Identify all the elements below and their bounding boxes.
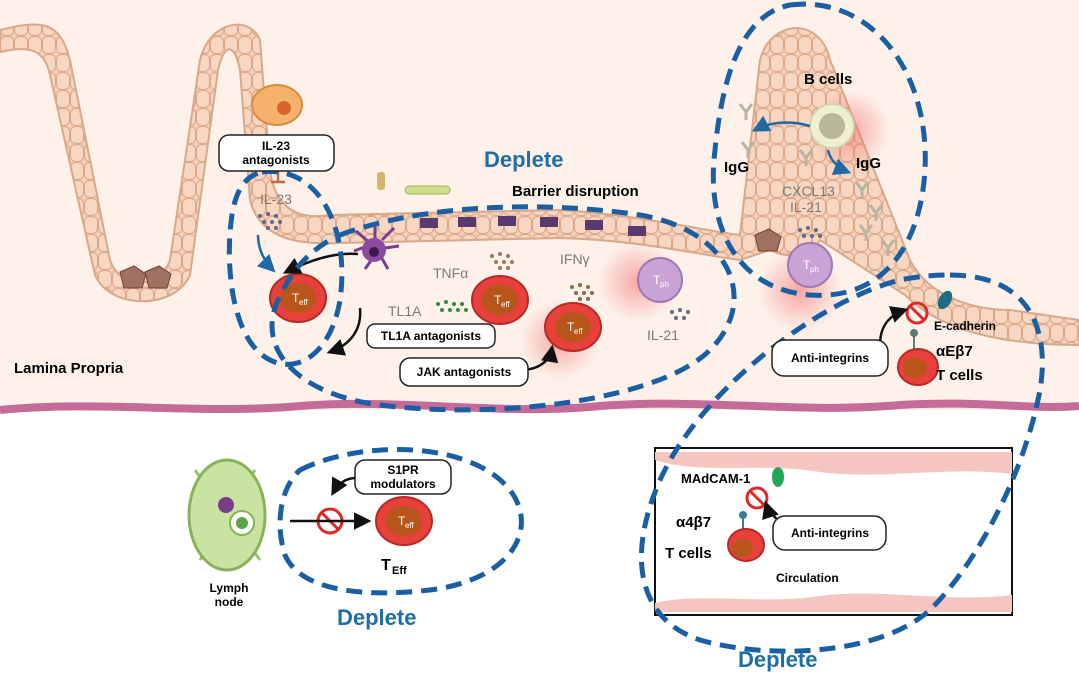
arrows [256, 115, 909, 530]
lymph-node-label-1: Lymph [210, 581, 249, 595]
teff-label: T [292, 291, 300, 305]
e-cadherin-icon [937, 290, 953, 310]
teff-label: T [567, 320, 575, 334]
cytokine-cluster-tnfa [490, 252, 514, 270]
tph-label: T [803, 258, 811, 272]
teff-sub: eff [405, 521, 415, 530]
vessel-wall-bottom [655, 593, 1012, 612]
anti-integrins-top-box: Anti-integrins [771, 339, 889, 377]
ifng-label: IFNγ [560, 251, 590, 267]
igg-icon [738, 103, 896, 256]
il21-main-label: IL-21 [647, 327, 679, 343]
teff-sub: eff [501, 300, 511, 309]
tl1a-antagonists-label: TL1A antagonists [381, 329, 482, 343]
tl1a-label: TL1A [388, 303, 422, 319]
igg-left-label: IgG [724, 159, 749, 176]
t-cells-top-label: T cells [936, 367, 983, 384]
a4b7-t-cell [727, 511, 765, 562]
basement-membrane [0, 399, 1079, 414]
cytokine-cluster-il21 [670, 308, 690, 320]
tl1a-antagonists-box: TL1A antagonists [366, 323, 496, 349]
b-cells-label: B cells [804, 71, 852, 88]
teff-cell-center: T eff [471, 275, 529, 325]
deplete-top-label: Deplete [484, 147, 563, 172]
deplete-outlines [226, 1, 1045, 654]
teff-below-label: T [381, 557, 391, 574]
anti-integrins-top-label: Anti-integrins [791, 351, 869, 365]
teff-cell-right: T eff [544, 302, 602, 352]
teff-sub: eff [299, 298, 309, 307]
il23-antagonists-line2: antagonists [242, 153, 310, 167]
bacteria-icon [377, 172, 451, 195]
cxcl13-label: CXCL13 [782, 183, 835, 199]
cytokine-cluster-b [798, 226, 822, 238]
macrophage-icon [251, 84, 303, 126]
e-cadherin-label: E-cadherin [934, 319, 996, 333]
lamina-propria-label: Lamina Propria [14, 360, 124, 377]
teff-cell-lymph: T eff [375, 496, 433, 546]
t-cells-circ-label: T cells [665, 545, 712, 562]
block-icon [745, 486, 769, 510]
epithelium [0, 23, 1079, 347]
s1pr-modulators-box: S1PR modulators [354, 459, 452, 495]
dendritic-cell-icon [353, 222, 400, 270]
tnfa-label: TNFα [433, 265, 468, 281]
circulation-label: Circulation [776, 571, 839, 585]
tph-sub: ph [810, 265, 819, 274]
jak-antagonists-label: JAK antagonists [417, 365, 512, 379]
teff-below-sub: Eff [392, 565, 407, 577]
b-cell [809, 103, 855, 149]
tph-label: T [653, 273, 661, 287]
tph-cell-b: T ph [787, 242, 833, 288]
barrier-junctions [420, 216, 646, 236]
teff-sub: eff [574, 327, 584, 336]
jak-antagonists-box: JAK antagonists [399, 357, 529, 387]
anti-integrins-circ-box: Anti-integrins [772, 515, 887, 551]
tph-cell-main: T ph [637, 257, 683, 303]
il23-antagonists-box: IL-23 antagonists [218, 134, 335, 172]
igg-right-label: IgG [856, 155, 881, 172]
s1pr-line2: modulators [370, 477, 436, 491]
s1pr-line1: S1PR [387, 463, 419, 477]
barrier-disruption-label: Barrier disruption [512, 183, 639, 200]
cytokine-cluster-il23 [258, 212, 282, 230]
il21-b-label: IL-21 [790, 199, 822, 215]
goblet-cells [119, 228, 782, 289]
madcam-icon [772, 467, 784, 487]
vessel-wall-top [655, 452, 1012, 475]
il23-label: IL-23 [260, 191, 292, 207]
anti-integrins-circ-label: Anti-integrins [791, 526, 869, 540]
il23-antagonists-line1: IL-23 [262, 139, 290, 153]
lymph-node-label-2: node [215, 595, 244, 609]
dendritic-cell-icon [218, 497, 234, 513]
teff-label: T [398, 514, 406, 528]
cytokine-cluster-tl1a [436, 300, 468, 312]
aeb7-label: αEβ7 [936, 343, 973, 360]
tph-sub: ph [660, 280, 669, 289]
deplete-bottom-right-label: Deplete [738, 647, 817, 672]
deplete-bottom-left-label: Deplete [337, 605, 416, 630]
madcam-label: MAdCAM-1 [681, 471, 750, 486]
lymph-node [187, 458, 267, 572]
aeb7-t-cell [897, 329, 939, 386]
a4b7-label: α4β7 [676, 514, 711, 531]
teff-label: T [494, 293, 502, 307]
cytokine-cluster-ifng [570, 283, 594, 301]
